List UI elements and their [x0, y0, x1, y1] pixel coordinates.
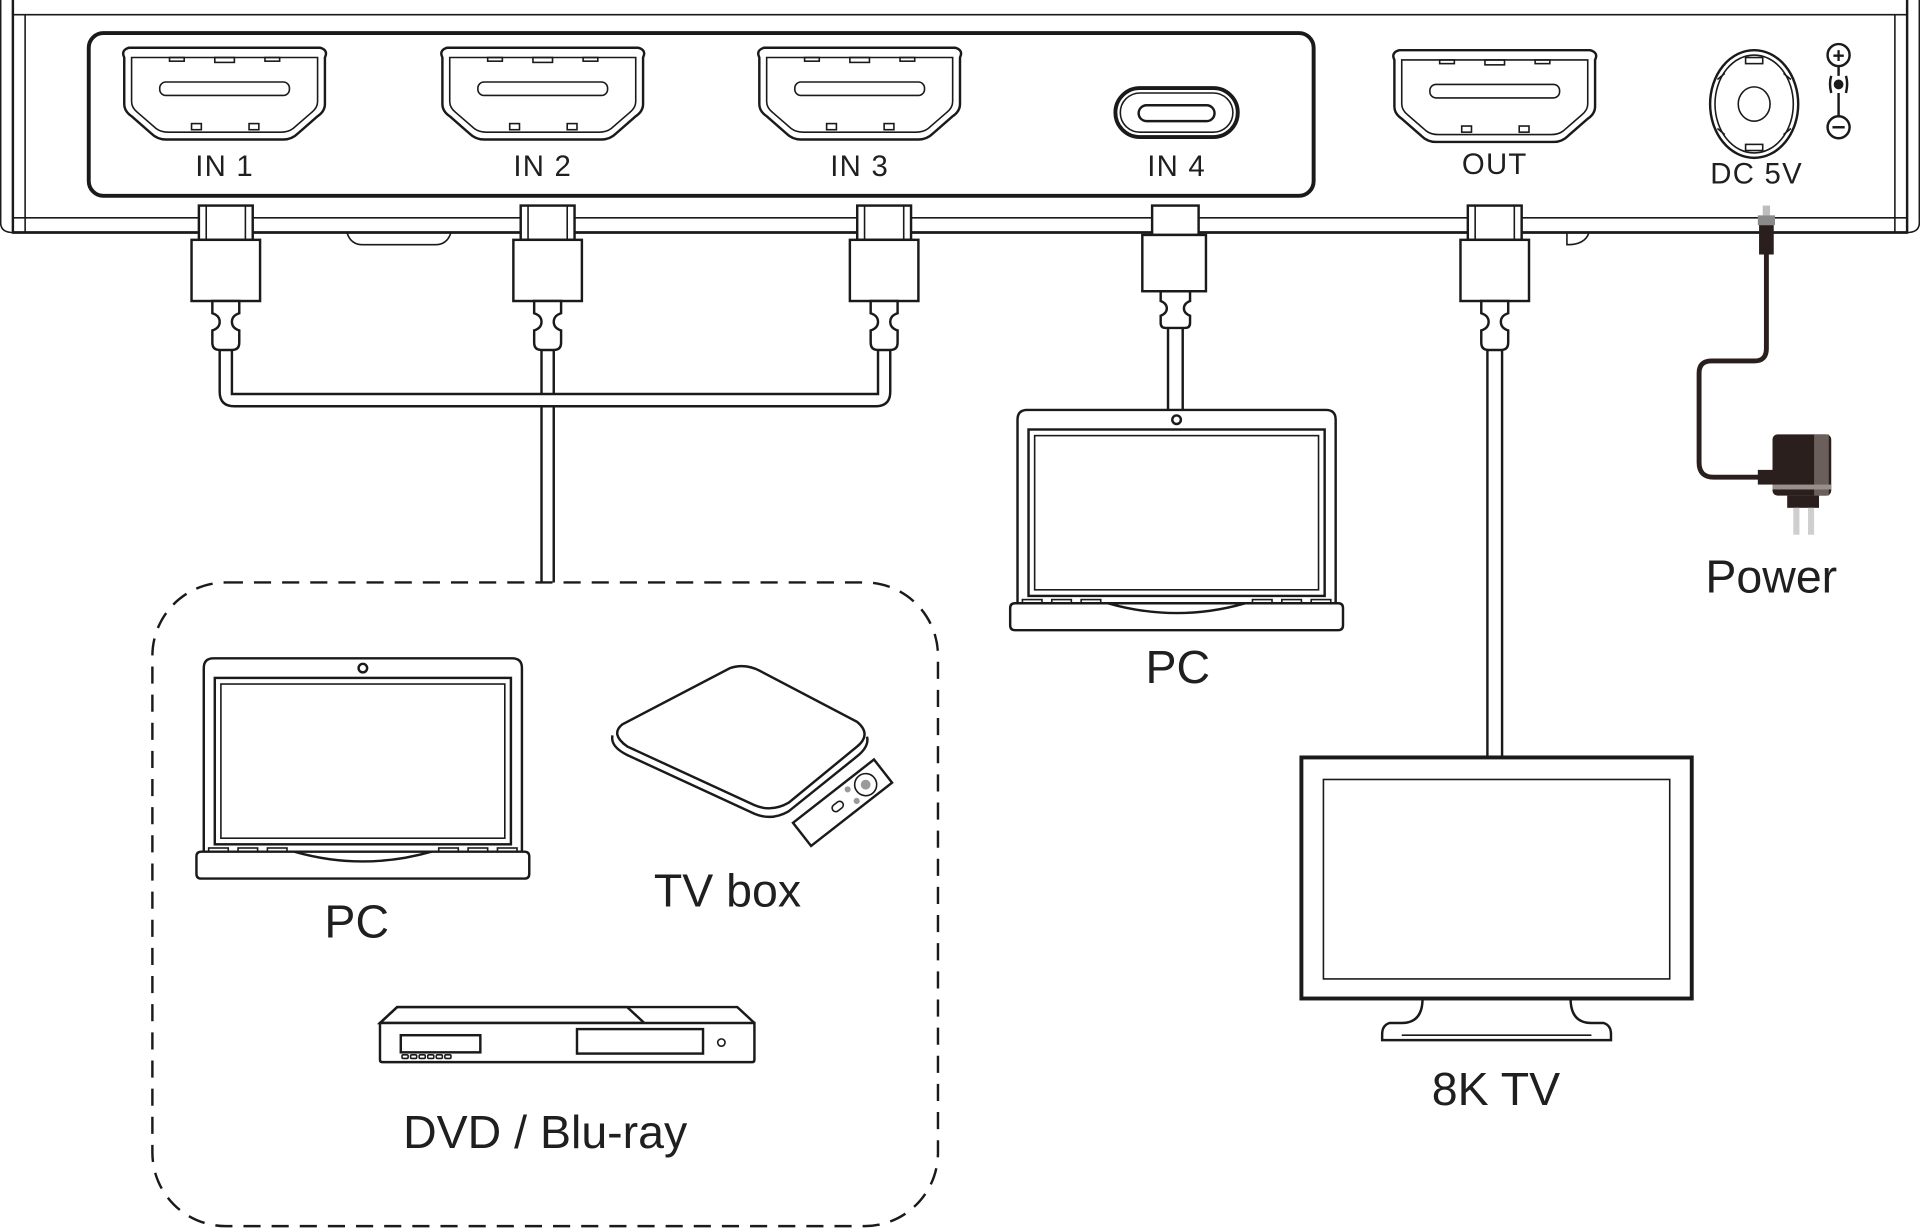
- usbc-source-pc: PC: [1008, 408, 1345, 693]
- polarity-icon: +: [1826, 42, 1851, 140]
- dc-jack-icon: [1708, 48, 1800, 160]
- port-in3: IN 3: [756, 46, 963, 183]
- power-label: Power: [1705, 550, 1837, 602]
- usb-c-port-icon: [1113, 86, 1240, 140]
- hdmi-port-icon: [440, 46, 646, 141]
- input-panel: [86, 31, 1316, 198]
- dvd-player-icon: [376, 1005, 756, 1064]
- tv-icon: [1299, 755, 1694, 1042]
- laptop-icon: [195, 657, 531, 880]
- power-adapter-icon: [1757, 434, 1832, 535]
- display-8k-tv: 8K TV: [1299, 755, 1694, 1115]
- hdmi-plug-icon: [1459, 204, 1531, 352]
- hdmi-plug-icon: [190, 204, 262, 352]
- source-pc: PC: [195, 657, 531, 947]
- hdmi-plug-icon: [848, 204, 920, 352]
- usb-c-cable: [1141, 204, 1208, 412]
- svg-text:+: +: [1833, 44, 1845, 67]
- usbc-pc-label: PC: [1146, 641, 1211, 693]
- port-in1: IN 1: [121, 46, 328, 183]
- port-dc: DC 5V +: [1708, 42, 1851, 191]
- port-label-in3: IN 3: [830, 150, 889, 183]
- source-tv-box: TV box: [610, 664, 894, 917]
- port-label-in2: IN 2: [513, 150, 572, 183]
- tv-label: 8K TV: [1432, 1063, 1560, 1115]
- hdmi-output-cable: [1459, 204, 1531, 759]
- port-label-out: OUT: [1462, 148, 1528, 181]
- source-dvd-label: DVD / Blu-ray: [403, 1106, 688, 1158]
- source-tv-box-label: TV box: [654, 865, 801, 917]
- power-cable: Power: [1696, 205, 1837, 602]
- port-label-in1: IN 1: [195, 150, 254, 183]
- switch-device: [0, 0, 1920, 246]
- source-devices-group: PC TV box: [151, 581, 940, 1228]
- hdmi-cable-bundle: [190, 204, 920, 583]
- hdmi-port-icon: [1392, 48, 1598, 144]
- hdmi-plug-icon: [512, 204, 584, 352]
- laptop-icon: [1008, 408, 1345, 632]
- port-label-in4: IN 4: [1147, 150, 1206, 183]
- port-in2: IN 2: [440, 46, 646, 183]
- port-out: OUT: [1392, 48, 1598, 181]
- tv-box-icon: [610, 664, 894, 848]
- port-in4: IN 4: [1113, 86, 1240, 183]
- hdmi-port-icon: [121, 46, 328, 141]
- hdmi-port-icon: [756, 46, 963, 141]
- source-pc-label: PC: [324, 895, 389, 947]
- port-label-dc: DC 5V: [1710, 158, 1803, 191]
- source-dvd: DVD / Blu-ray: [376, 1005, 756, 1158]
